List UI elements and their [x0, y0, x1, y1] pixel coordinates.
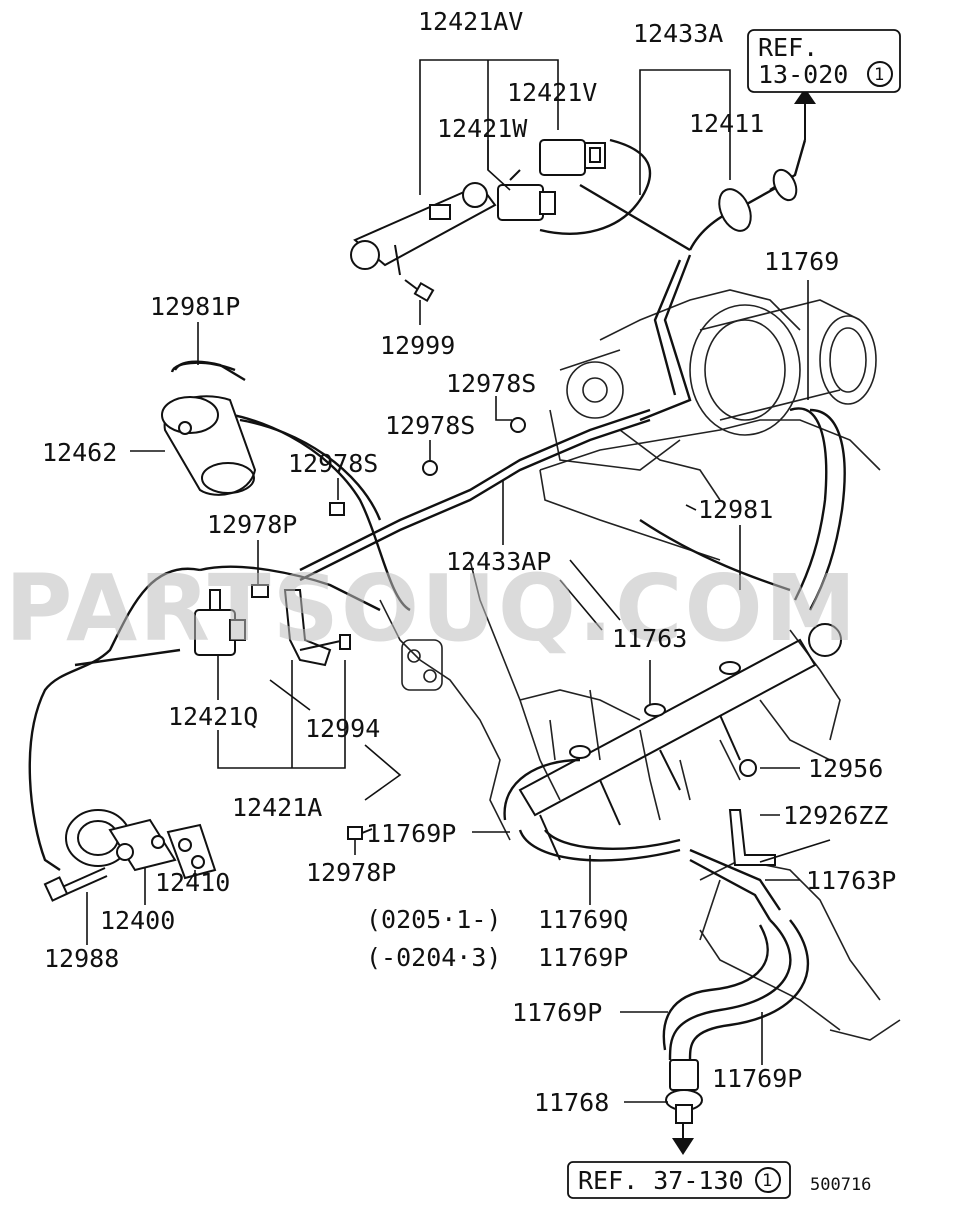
- ref-top-code: 13-020: [758, 60, 848, 89]
- canister-12462: [161, 395, 257, 496]
- label-12410: 12410: [155, 868, 230, 897]
- label-12981: 12981: [698, 495, 773, 524]
- fuel-rail: [518, 623, 842, 861]
- label-12433AP: 12433AP: [446, 547, 551, 576]
- bracket-12421AV: [350, 182, 497, 276]
- grommet-12411: [718, 168, 798, 232]
- label-12994: 12994: [305, 714, 380, 743]
- bolt-12978S-a: [510, 417, 526, 433]
- bracket-12421A: [283, 589, 346, 667]
- date-note-from: (0205·1-): [366, 905, 501, 934]
- label-12978S-a: 12978S: [446, 369, 536, 398]
- label-11768: 11768: [534, 1088, 609, 1117]
- label-12988: 12988: [44, 944, 119, 973]
- ref-top-circle: 1: [874, 65, 884, 85]
- label-12400: 12400: [100, 906, 175, 935]
- solenoid-12421V: [539, 139, 606, 176]
- bolt-12978S-c: [329, 502, 345, 516]
- label-11769P-d: 11769P: [712, 1064, 802, 1093]
- gasket-12410: [166, 823, 217, 880]
- leader-lines: [86, 59, 831, 1155]
- valve-12400: [65, 809, 177, 872]
- ref-box-bottom: REF. 37-130 1: [567, 1161, 791, 1199]
- vacuum-hoses: [28, 138, 846, 1061]
- bolt-12988: [43, 867, 108, 902]
- bracket-12926ZZ: [728, 809, 776, 866]
- label-12421Q: 12421Q: [168, 702, 258, 731]
- label-12978P-b: 12978P: [306, 858, 396, 887]
- sensor-11768: [665, 1059, 703, 1124]
- label-12926ZZ: 12926ZZ: [783, 801, 888, 830]
- label-12433A: 12433A: [633, 19, 723, 48]
- bolt-12956: [739, 759, 757, 777]
- label-11769P-b: 11769P: [538, 943, 628, 972]
- bolt-12978S-b: [422, 460, 438, 476]
- label-12978S-c: 12978S: [288, 449, 378, 478]
- label-12978P-a: 12978P: [207, 510, 297, 539]
- label-11763P: 11763P: [806, 866, 896, 895]
- ref-bottom-label: REF. 37-130: [578, 1166, 744, 1195]
- clip-12994: [339, 634, 351, 650]
- label-12421A: 12421A: [232, 793, 322, 822]
- label-12956: 12956: [808, 754, 883, 783]
- label-12981P: 12981P: [150, 292, 240, 321]
- label-12978S-b: 12978S: [385, 411, 475, 440]
- label-12999: 12999: [380, 331, 455, 360]
- solenoid-12421W: [497, 169, 556, 221]
- bolt-12978P-a: [251, 584, 269, 598]
- date-note-to: (-0204·3): [366, 943, 501, 972]
- label-12421V: 12421V: [507, 78, 597, 107]
- label-12462: 12462: [42, 438, 117, 467]
- label-11769P-a: 11769P: [366, 819, 456, 848]
- diagram-code: 500716: [810, 1175, 871, 1195]
- bolt-12999: [404, 279, 435, 303]
- label-11769P-c: 11769P: [512, 998, 602, 1027]
- label-12411: 12411: [689, 109, 764, 138]
- ref-box-top: REF. 13-020 1: [747, 29, 901, 93]
- label-11769Q: 11769Q: [538, 905, 628, 934]
- label-12421W: 12421W: [437, 114, 528, 143]
- label-11769-top: 11769: [764, 247, 839, 276]
- part-labels: 12421AV 12433A 12421V 12421W 12411 11769…: [42, 7, 896, 1195]
- ref-top-label: REF.: [758, 33, 818, 62]
- watermark: PARTSOUQ.COM: [5, 555, 858, 662]
- label-11763: 11763: [612, 624, 687, 653]
- solenoid-12421Q: [194, 589, 246, 656]
- label-12421AV: 12421AV: [418, 7, 523, 36]
- bolt-12978P-b: [347, 826, 373, 840]
- ref-bottom-circle: 1: [762, 1171, 772, 1191]
